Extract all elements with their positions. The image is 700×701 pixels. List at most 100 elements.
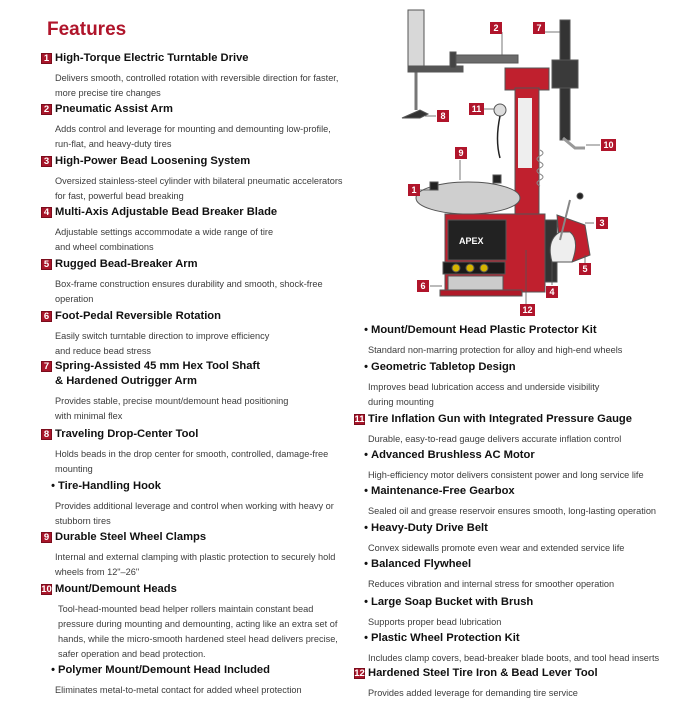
feature-title: Balanced Flywheel	[371, 557, 471, 572]
description-line: with minimal flex	[55, 411, 123, 421]
description-line: Standard non-marring protection for allo…	[368, 345, 623, 355]
feature-heading: •Maintenance-Free Gearbox	[354, 484, 664, 499]
feature-title-line: Maintenance-Free Gearbox	[371, 485, 515, 497]
description-line: safer operation and bead protection.	[58, 649, 206, 659]
feature-title: Tire-Handling Hook	[58, 479, 161, 494]
feature-title: Mount/Demount Head Plastic Protector Kit	[371, 323, 597, 338]
feature-title-line: Durable Steel Wheel Clamps	[55, 531, 207, 543]
description-line: pressure during mounting and demounting,…	[58, 619, 338, 629]
callout-badge-10: 10	[601, 139, 616, 151]
feature-description: Provides stable, precise mount/demount h…	[41, 394, 351, 424]
feature-description: Oversized stainless-steel cylinder with …	[41, 174, 351, 204]
feature-title: Heavy-Duty Drive Belt	[371, 521, 488, 536]
callout-badge-4: 4	[546, 286, 558, 298]
feature-title: Hardened Steel Tire Iron & Bead Lever To…	[368, 666, 598, 681]
feature-title-line: & Hardened Outrigger Arm	[55, 375, 197, 387]
feature-description: Eliminates metal-to-metal contact for ad…	[41, 683, 351, 698]
feature-title-line: Tire Inflation Gun with Integrated Press…	[368, 413, 632, 425]
callout-badge-12: 12	[520, 304, 535, 316]
number-badge: 10	[41, 584, 52, 595]
description-line: Provides stable, precise mount/demount h…	[55, 396, 289, 406]
feature-description: Reduces vibration and internal stress fo…	[354, 577, 664, 592]
feature-description: Supports proper bead lubrication	[354, 615, 664, 630]
feature-description: Easily switch turntable direction to imp…	[41, 329, 351, 359]
feature-title-line: Mount/Demount Head Plastic Protector Kit	[371, 324, 597, 336]
feature-description: Provides added leverage for demanding ti…	[354, 686, 664, 701]
feature-title: Multi-Axis Adjustable Bead Breaker Blade	[55, 205, 277, 220]
callout-badge-3: 3	[596, 217, 608, 229]
description-line: Tool-head-mounted bead helper rollers ma…	[58, 604, 314, 614]
feature-title-line: Spring-Assisted 45 mm Hex Tool Shaft	[55, 360, 260, 372]
callout-badge-9: 9	[455, 147, 467, 159]
feature-description: Provides additional leverage and control…	[41, 499, 351, 529]
feature-title-line: Tire-Handling Hook	[58, 480, 161, 492]
feature-title-line: Multi-Axis Adjustable Bead Breaker Blade	[55, 206, 278, 218]
bullet-icon: •	[364, 361, 368, 373]
description-line: and reduce bead stress	[55, 346, 152, 356]
feature-title: Mount/Demount Heads	[55, 582, 177, 597]
feature-title: Plastic Wheel Protection Kit	[371, 631, 520, 646]
drop-center-cylinder	[407, 9, 425, 69]
feature-description: Internal and external clamping with plas…	[41, 550, 351, 580]
feature-title: Polymer Mount/Demount Head Included	[58, 663, 270, 678]
feature-title: Maintenance-Free Gearbox	[371, 484, 515, 499]
description-line: Durable, easy-to-read gauge delivers acc…	[368, 434, 622, 444]
feature-title: High-Torque Electric Turntable Drive	[55, 51, 249, 66]
feature-heading: •Plastic Wheel Protection Kit	[354, 631, 664, 646]
feature-title: Pneumatic Assist Arm	[55, 102, 173, 117]
bullet-icon: •	[364, 324, 368, 336]
feature-title: Foot-Pedal Reversible Rotation	[55, 309, 221, 324]
bullet-icon: •	[51, 480, 55, 492]
feature-description: Box-frame construction ensures durabilit…	[41, 277, 351, 307]
number-badge: 3	[41, 156, 52, 167]
description-line: Adjustable settings accommodate a wide r…	[55, 227, 274, 237]
feature-title: Durable Steel Wheel Clamps	[55, 530, 206, 545]
feature-title-line: Foot-Pedal Reversible Rotation	[55, 310, 221, 322]
description-line: operation	[55, 294, 94, 304]
feature-title: High-Power Bead Loosening System	[55, 154, 250, 169]
description-line: hands, while the micro-smooth hardened s…	[58, 634, 338, 644]
bullet-icon: •	[364, 558, 368, 570]
number-badge: 5	[41, 259, 52, 270]
number-badge: 8	[41, 429, 52, 440]
feature-heading: •Mount/Demount Head Plastic Protector Ki…	[354, 323, 664, 338]
description-line: for fast, powerful bead breaking	[55, 191, 184, 201]
feature-description: High-efficiency motor delivers consisten…	[354, 468, 664, 483]
callout-badge-8: 8	[437, 110, 449, 122]
description-line: Provides additional leverage and control…	[55, 501, 334, 511]
description-line: stubborn tires	[55, 516, 111, 526]
number-badge: 12	[354, 668, 365, 679]
feature-heading: •Advanced Brushless AC Motor	[354, 448, 664, 463]
description-line: Box-frame construction ensures durabilit…	[55, 279, 323, 289]
number-badge: 4	[41, 207, 52, 218]
feature-title-line: Hardened Steel Tire Iron & Bead Lever To…	[368, 667, 598, 679]
feature-title-line: Plastic Wheel Protection Kit	[371, 632, 520, 644]
callout-badge-11: 11	[469, 103, 484, 115]
feature-title: Tire Inflation Gun with Integrated Press…	[368, 412, 632, 427]
feature-title-line: High-Power Bead Loosening System	[55, 155, 251, 167]
